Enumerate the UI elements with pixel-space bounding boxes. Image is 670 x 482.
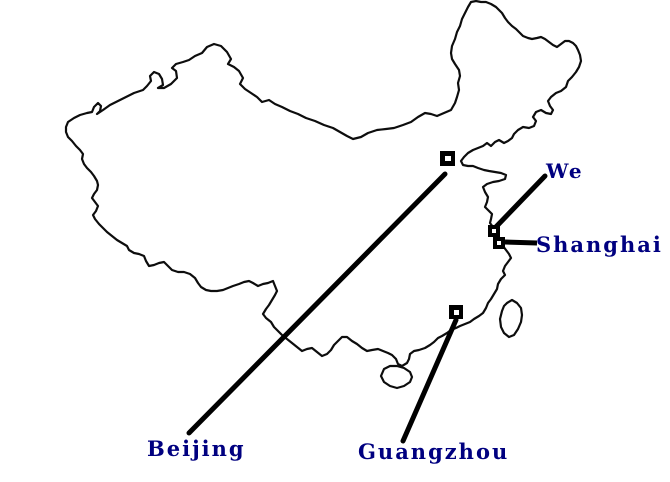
beijing-marker-center — [445, 156, 451, 161]
beijing-label: Beijing — [147, 436, 246, 461]
we-marker — [488, 225, 500, 237]
guangzhou-marker — [449, 305, 463, 319]
we-label: We — [546, 159, 584, 183]
we-leader-line — [489, 173, 548, 234]
guangzhou-leader-line — [400, 317, 459, 444]
we-marker-center — [492, 229, 496, 233]
china-outline — [64, 0, 583, 368]
beijing-marker — [440, 151, 455, 166]
guangzhou-marker-center — [454, 310, 459, 315]
shanghai-label: Shanghai — [536, 232, 663, 257]
shanghai-marker-center — [497, 241, 501, 245]
guangzhou-label: Guangzhou — [358, 439, 510, 464]
taiwan-island-outline — [498, 298, 524, 339]
beijing-leader-line — [186, 171, 448, 436]
shanghai-leader-line — [504, 239, 538, 246]
shanghai-marker — [493, 237, 505, 249]
hainan-island-outline — [379, 364, 414, 390]
